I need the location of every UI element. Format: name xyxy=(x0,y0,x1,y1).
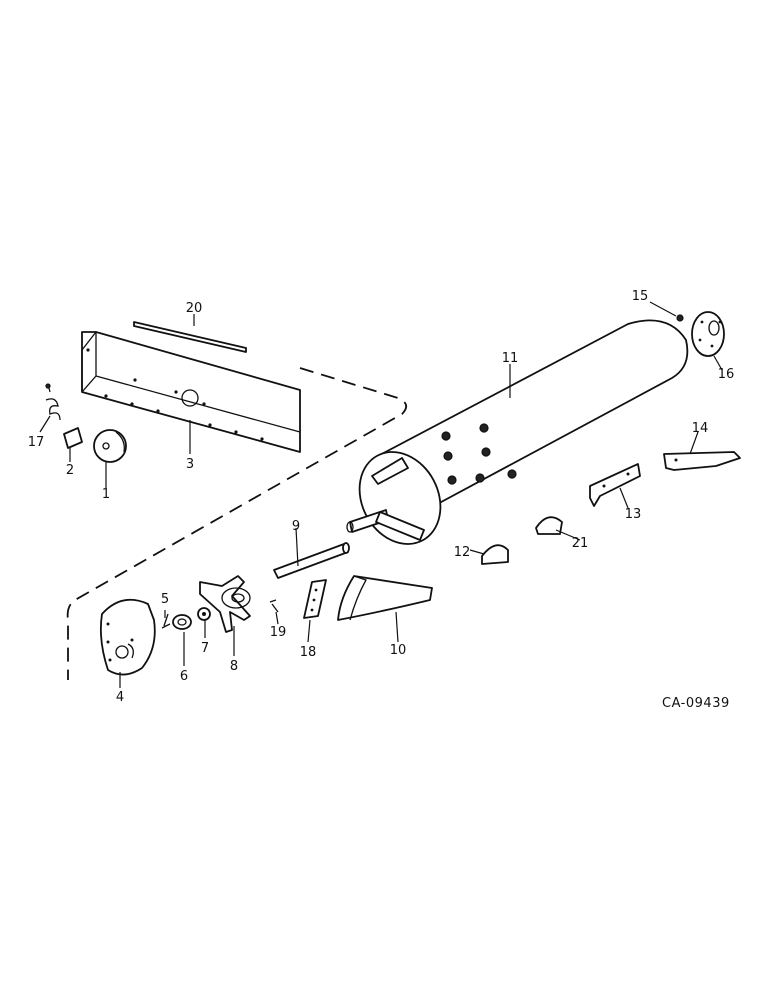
callout-9: 9 xyxy=(292,519,300,534)
callout-labels: 1 2 3 4 5 6 7 8 9 10 11 12 13 14 15 16 1… xyxy=(28,289,735,705)
callout-16: 16 xyxy=(718,367,735,382)
part-9-shaft xyxy=(273,542,350,579)
part-14-arm xyxy=(663,451,741,471)
callout-5: 5 xyxy=(161,592,169,607)
callout-20: 20 xyxy=(186,301,203,316)
part-1-disc xyxy=(93,429,127,463)
callout-18: 18 xyxy=(300,645,317,660)
callout-4: 4 xyxy=(116,690,124,705)
part-13-angle-bracket xyxy=(589,463,641,507)
callout-21: 21 xyxy=(572,536,589,551)
part-17-spring xyxy=(45,383,61,421)
part-10-blade xyxy=(337,575,433,621)
part-16-flange-hub xyxy=(691,311,725,357)
part-15-nut xyxy=(676,314,684,322)
part-6-bushing xyxy=(172,614,192,630)
part-18-plate xyxy=(303,579,327,619)
callout-13: 13 xyxy=(625,507,642,522)
callout-14: 14 xyxy=(692,421,709,436)
part-5-pin xyxy=(161,613,171,629)
rotor-bolts xyxy=(441,423,517,485)
callout-10: 10 xyxy=(390,643,407,658)
part-2-clip xyxy=(63,427,83,449)
callout-17: 17 xyxy=(28,435,45,450)
part-19-pin xyxy=(269,599,279,613)
drawing-code: CA-09439 xyxy=(662,696,730,711)
part-12-bracket xyxy=(481,544,509,565)
assembly-dashed-outline xyxy=(66,367,408,680)
part-20-strip xyxy=(133,321,247,353)
part-7-washer xyxy=(197,607,211,621)
leader-lines xyxy=(39,301,723,688)
part-3-side-panel xyxy=(81,331,301,453)
callout-6: 6 xyxy=(180,669,188,684)
callout-8: 8 xyxy=(230,659,238,674)
callout-11: 11 xyxy=(502,351,519,366)
part-11-rotor-drum xyxy=(346,319,689,545)
callout-7: 7 xyxy=(201,641,209,656)
callout-19: 19 xyxy=(270,625,287,640)
callout-1: 1 xyxy=(102,487,110,502)
part-4-end-plate xyxy=(99,598,156,676)
part-8-spider-hub xyxy=(199,575,251,633)
callout-15: 15 xyxy=(632,289,649,304)
callout-3: 3 xyxy=(186,457,194,472)
callout-2: 2 xyxy=(66,463,74,478)
callout-12: 12 xyxy=(454,545,471,560)
